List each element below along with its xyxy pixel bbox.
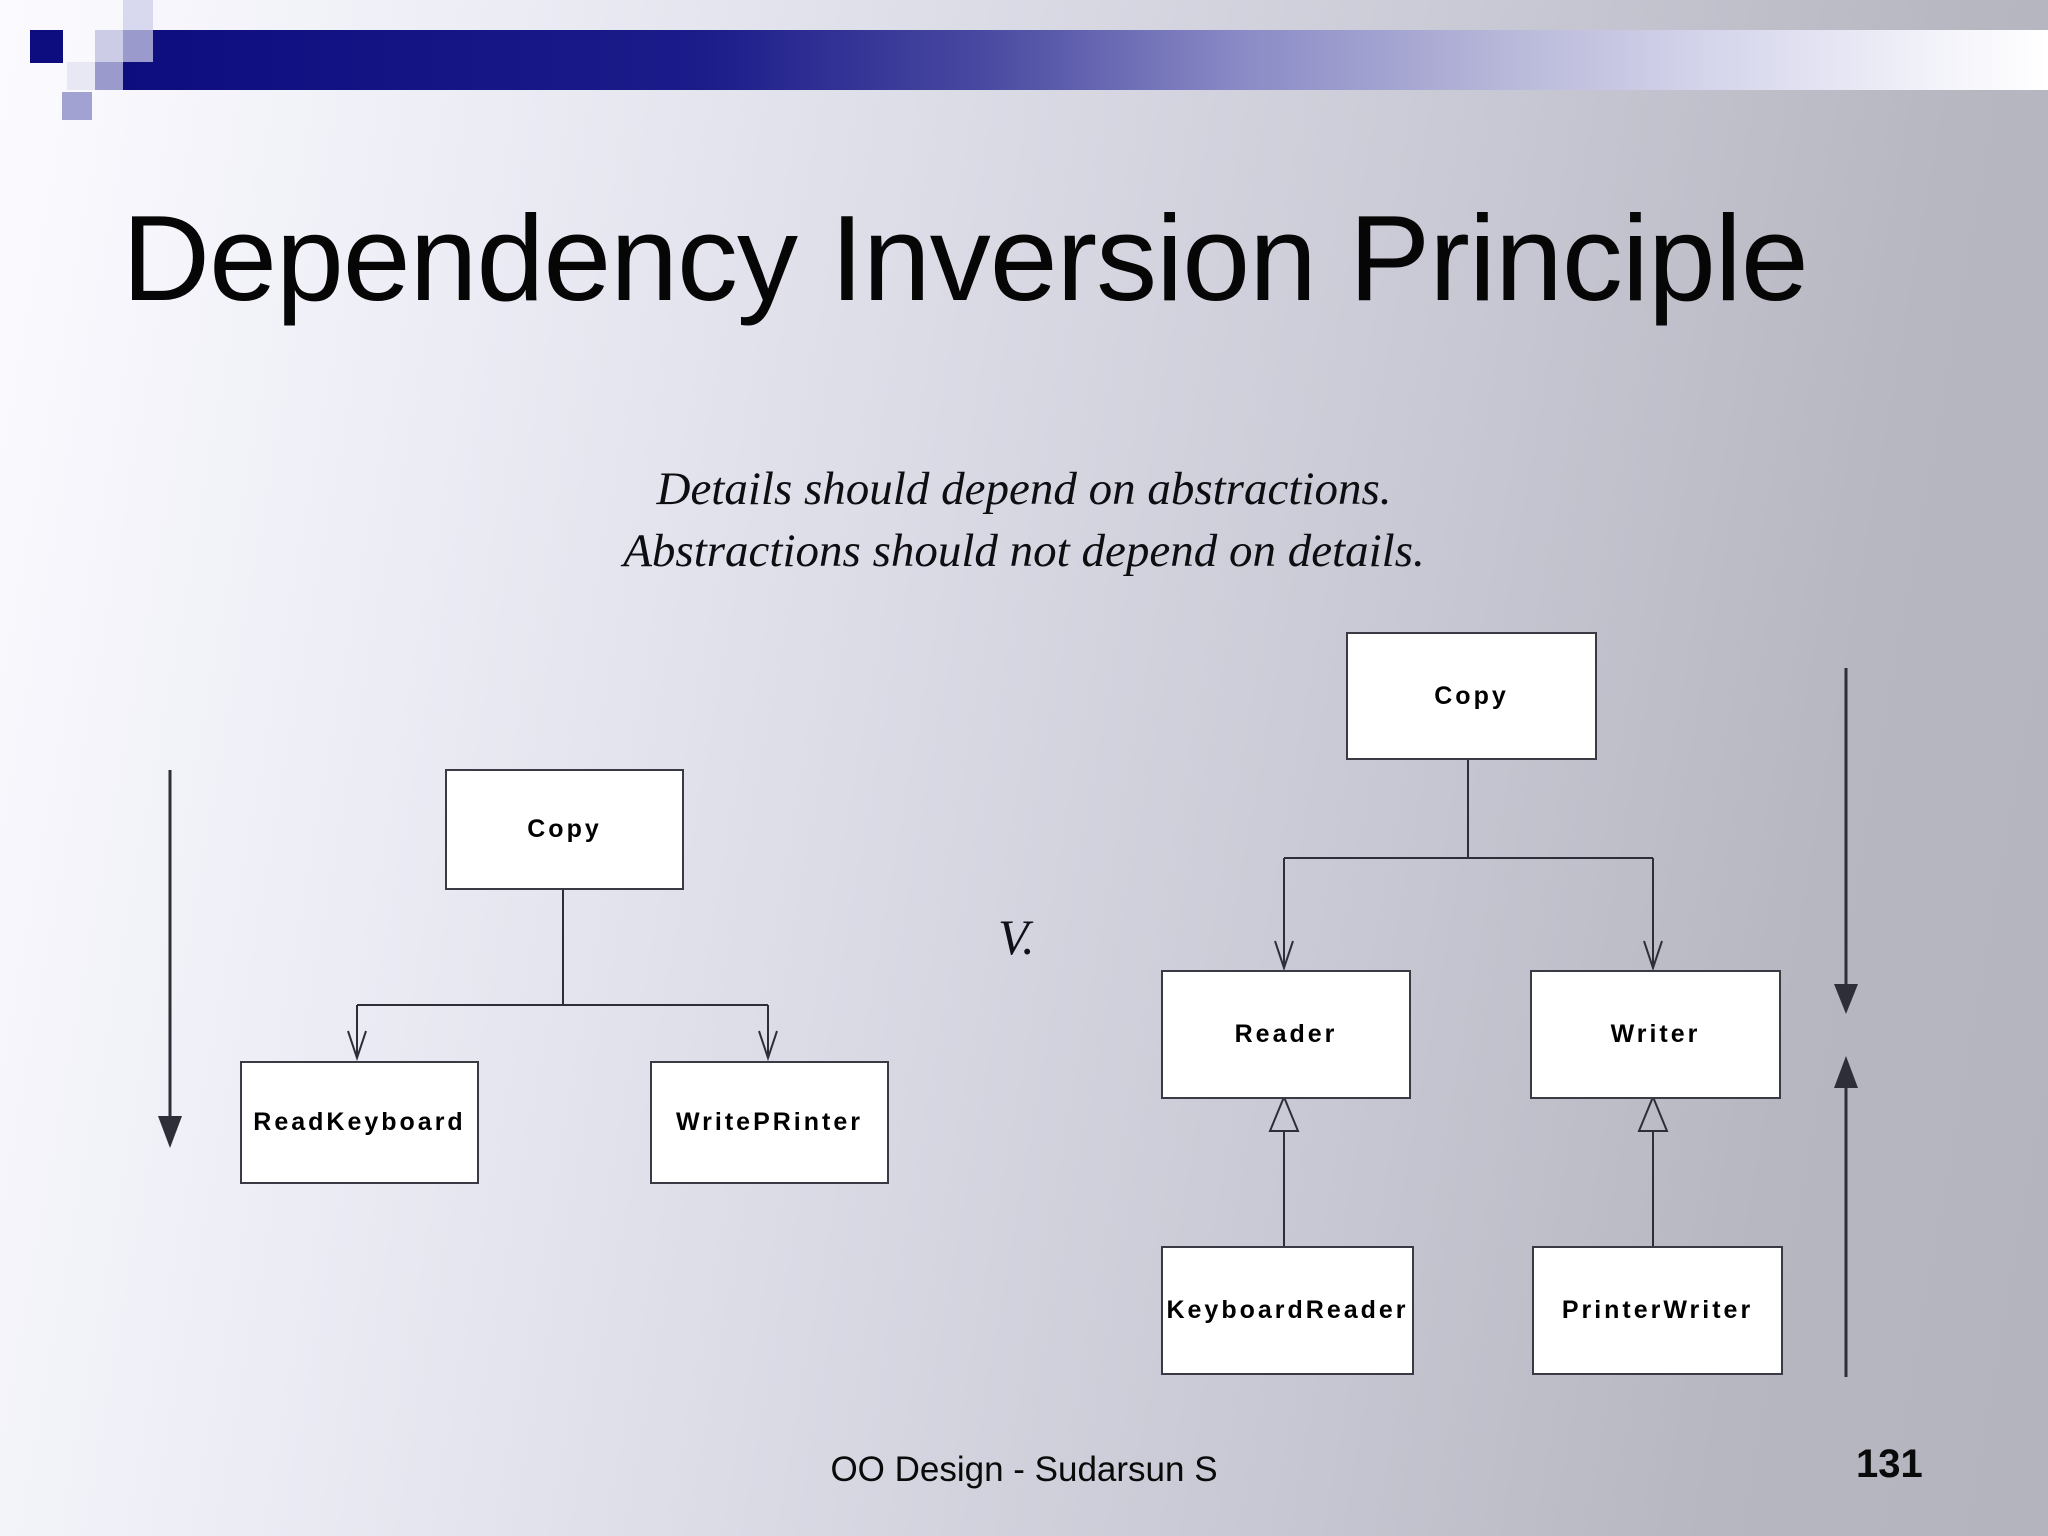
class-label: KeyboardReader bbox=[1166, 1296, 1409, 1324]
deco-square bbox=[62, 92, 92, 120]
class-box-copy-right: Copy bbox=[1346, 632, 1597, 760]
arrowhead-open-down-icon bbox=[1644, 941, 1662, 968]
deco-square bbox=[123, 30, 153, 62]
deco-square bbox=[95, 30, 123, 62]
class-label: PrinterWriter bbox=[1561, 1296, 1754, 1324]
class-label: WritePRinter bbox=[676, 1108, 863, 1136]
class-box-keyboard-reader: KeyboardReader bbox=[1161, 1246, 1414, 1375]
deco-square bbox=[30, 30, 63, 63]
deco-square bbox=[67, 62, 95, 90]
page-number: 131 bbox=[1856, 1442, 1923, 1486]
slide-title: Dependency Inversion Principle bbox=[122, 190, 1809, 326]
versus-label: V. bbox=[998, 909, 1035, 965]
class-label: Reader bbox=[1234, 1020, 1338, 1048]
class-box-printer-writer: PrinterWriter bbox=[1532, 1246, 1783, 1375]
arrowhead-open-down-icon bbox=[759, 1031, 777, 1058]
header-gradient-bar bbox=[123, 30, 2048, 90]
deco-square bbox=[123, 0, 153, 30]
class-box-read-keyboard: ReadKeyboard bbox=[240, 1061, 479, 1184]
class-label: ReadKeyboard bbox=[253, 1108, 466, 1136]
generalization-arrow-up-icon bbox=[1639, 1097, 1667, 1246]
arrowhead-open-down-icon bbox=[1275, 941, 1293, 968]
right-diagram-connector bbox=[1275, 758, 1662, 968]
class-label: Writer bbox=[1610, 1020, 1701, 1048]
class-box-reader: Reader bbox=[1161, 970, 1411, 1099]
class-label: Copy bbox=[527, 815, 602, 843]
class-box-copy-left: Copy bbox=[445, 769, 684, 890]
generalization-arrow-up-icon bbox=[1270, 1097, 1298, 1246]
deco-square bbox=[95, 62, 123, 90]
right-dependency-arrow-down-icon bbox=[1834, 668, 1858, 1014]
left-dependency-arrow-down-icon bbox=[158, 770, 182, 1148]
footer-text: OO Design - Sudarsun S bbox=[830, 1450, 1218, 1489]
subtitle-line-2: Abstractions should not depend on detail… bbox=[623, 525, 1425, 577]
arrowhead-open-down-icon bbox=[348, 1031, 366, 1058]
class-box-write-printer: WritePRinter bbox=[650, 1061, 889, 1184]
subtitle-line-1: Details should depend on abstractions. bbox=[656, 463, 1392, 515]
class-box-writer: Writer bbox=[1530, 970, 1781, 1099]
class-label: Copy bbox=[1434, 681, 1509, 710]
left-diagram-connector bbox=[348, 888, 777, 1058]
right-inversion-arrow-up-icon bbox=[1834, 1056, 1858, 1377]
subtitle: Details should depend on abstractions. A… bbox=[0, 458, 2048, 582]
